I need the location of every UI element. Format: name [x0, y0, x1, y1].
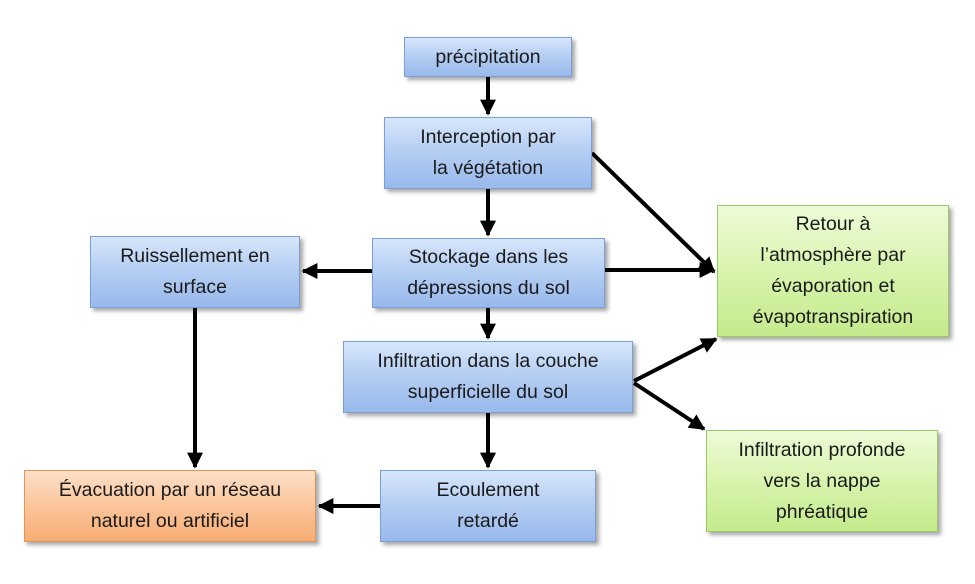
node-evacuation-reseau: Évacuation par un réseau naturel ou arti…	[24, 470, 316, 542]
node-infiltration-profonde: Infiltration profonde vers la nappe phré…	[706, 430, 938, 532]
node-retour-atmosphere: Retour à l’atmosphère par évaporation et…	[717, 205, 949, 337]
arrow-infiltration-to-retour	[633, 337, 718, 383]
node-ruissellement-surface: Ruissellement en surface	[90, 236, 300, 308]
arrow-infiltration-to-profonde	[632, 381, 706, 431]
node-infiltration-superficielle: Infiltration dans la couche superficiell…	[343, 341, 633, 413]
node-interception-vegetation: Interception par la végétation	[384, 117, 592, 189]
node-stockage-depressions: Stockage dans les dépressions du sol	[372, 238, 605, 308]
arrow-interception-to-retour	[590, 151, 716, 274]
node-precipitation: précipitation	[404, 37, 572, 77]
node-ecoulement-retarde: Ecoulement retardé	[380, 470, 596, 542]
